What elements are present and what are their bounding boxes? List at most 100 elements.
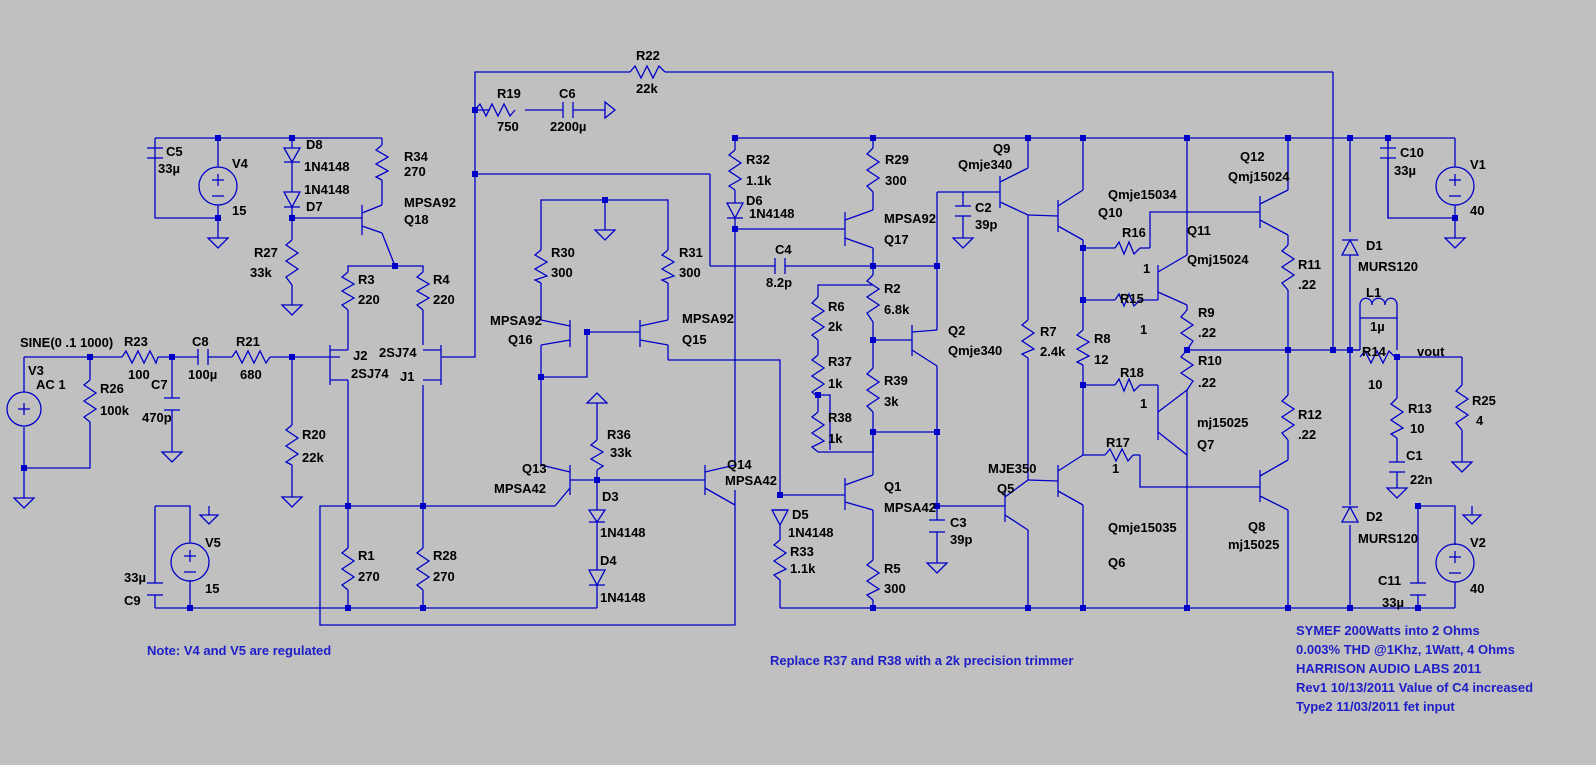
label-Q14-name: Q14 [727,457,752,472]
label-C8-value: 100µ [188,367,218,382]
resistors [82,64,1470,601]
label-R8-name: R8 [1094,331,1111,346]
label-V4-value: 15 [232,203,247,218]
label-R1-value: 270 [358,569,380,584]
label-R13-name: R13 [1408,401,1432,416]
label-D3-name: D3 [602,489,619,504]
label-Q11-value: Qmj15024 [1187,252,1249,267]
label-Q7-name: Q7 [1197,437,1215,452]
label-R19-value: 750 [497,119,519,134]
label-C10-name: C10 [1400,145,1424,160]
label-R10-value: .22 [1198,375,1217,390]
label-Q2-value: Qmje340 [948,343,1003,358]
label-R27-value: 33k [250,265,272,280]
label-Q16-name: Q16 [508,332,533,347]
label-C5-name: C5 [166,144,183,159]
label-J2-value: 2SJ74 [351,366,389,381]
label-D8-name: D8 [306,137,323,152]
label-C6-name: C6 [559,86,576,101]
label-R25-value: 4 [1476,413,1484,428]
label-C4-value: 8.2p [766,275,793,290]
capacitors [147,102,1426,596]
label-V1-value: 40 [1470,203,1485,218]
label-C7-value: 470p [142,410,172,425]
label-R36-value: 33k [610,445,632,460]
junction-dots [21,107,1458,611]
label-R18-name: R18 [1120,365,1144,380]
label-R12-value: .22 [1298,427,1317,442]
label-D8-value: 1N4148 [304,159,350,174]
label-C11-name: C11 [1378,573,1402,588]
title-line-2: 0.003% THD @1Khz, 1Watt, 4 Ohms [1296,642,1515,657]
label-R15-name: R15 [1120,291,1144,306]
label-D4-name: D4 [600,553,617,568]
label-Q10-value: Qmje15034 [1108,187,1177,202]
label-Q18-value: MPSA92 [404,195,457,210]
label-Q6-name: Q6 [1108,555,1126,570]
label-R10-name: R10 [1198,353,1222,368]
label-R17-value: 1 [1112,461,1120,476]
label-R1-name: R1 [358,548,375,563]
label-Q14-value: MPSA42 [725,473,778,488]
note-regulated: Note: V4 and V5 are regulated [147,643,332,658]
label-R4-value: 220 [433,292,455,307]
label-V1-name: V1 [1470,157,1486,172]
label-R29-value: 300 [885,173,907,188]
label-R26-value: 100k [100,403,129,418]
label-C8-name: C8 [192,334,209,349]
label-R14-name: R14 [1362,344,1386,359]
label-V3-name: V3 [28,363,44,378]
label-R32-name: R32 [746,152,770,167]
label-R25-name: R25 [1472,393,1496,408]
label-R11-value: .22 [1298,277,1317,292]
label-C1-name: C1 [1406,448,1423,463]
label-R6-name: R6 [828,299,845,314]
label-J1-value: 2SJ74 [379,345,417,360]
label-D4-value: 1N4148 [600,590,646,605]
label-R28-name: R28 [433,548,457,563]
label-R3-value: 220 [358,292,380,307]
label-R8-value: 12 [1094,352,1109,367]
title-line-3: HARRISON AUDIO LABS 2011 [1296,661,1482,676]
label-R20-value: 22k [302,450,324,465]
label-R22-value: 22k [636,81,658,96]
label-R29-name: R29 [885,152,909,167]
label-V5-name: V5 [205,535,221,550]
label-Q13-name: Q13 [522,461,547,476]
label-C2-value: 39p [975,217,998,232]
label-D3-value: 1N4148 [600,525,646,540]
label-R31-name: R31 [679,245,703,260]
label-R36-name: R36 [607,427,631,442]
label-R23-value: 100 [128,367,150,382]
label-C6-value: 2200µ [550,119,587,134]
label-R28-value: 270 [433,569,455,584]
diodes [282,147,1360,587]
label-R15-value: 1 [1140,322,1148,337]
label-R16-name: R16 [1122,225,1146,240]
label-C3-name: C3 [950,515,967,530]
label-R39-name: R39 [884,373,908,388]
transistors [329,167,1289,531]
inductor-L1 [1359,297,1398,318]
label-Q8-name: Q8 [1248,519,1266,534]
label-Q5-name: Q5 [997,481,1015,496]
label-D2-name: D2 [1366,509,1383,524]
label-D5-value: 1N4148 [788,525,834,540]
label-C4-name: C4 [775,242,792,257]
label-R9-value: .22 [1198,325,1217,340]
label-C3-value: 39p [950,532,973,547]
label-R19-name: R19 [497,86,521,101]
label-C1-value: 22n [1410,472,1433,487]
label-C5-value: 33µ [158,161,180,176]
label-D5-name: D5 [792,507,809,522]
label-R34-name: R34 [404,149,428,164]
label-D2-value: MURS120 [1358,531,1418,546]
label-Q2-name: Q2 [948,323,966,338]
label-R13-value: 10 [1410,421,1425,436]
label-R37-name: R37 [828,354,852,369]
label-C7-name: C7 [151,377,168,392]
title-line-1: SYMEF 200Watts into 2 Ohms [1296,623,1480,638]
label-R5-value: 300 [884,581,906,596]
